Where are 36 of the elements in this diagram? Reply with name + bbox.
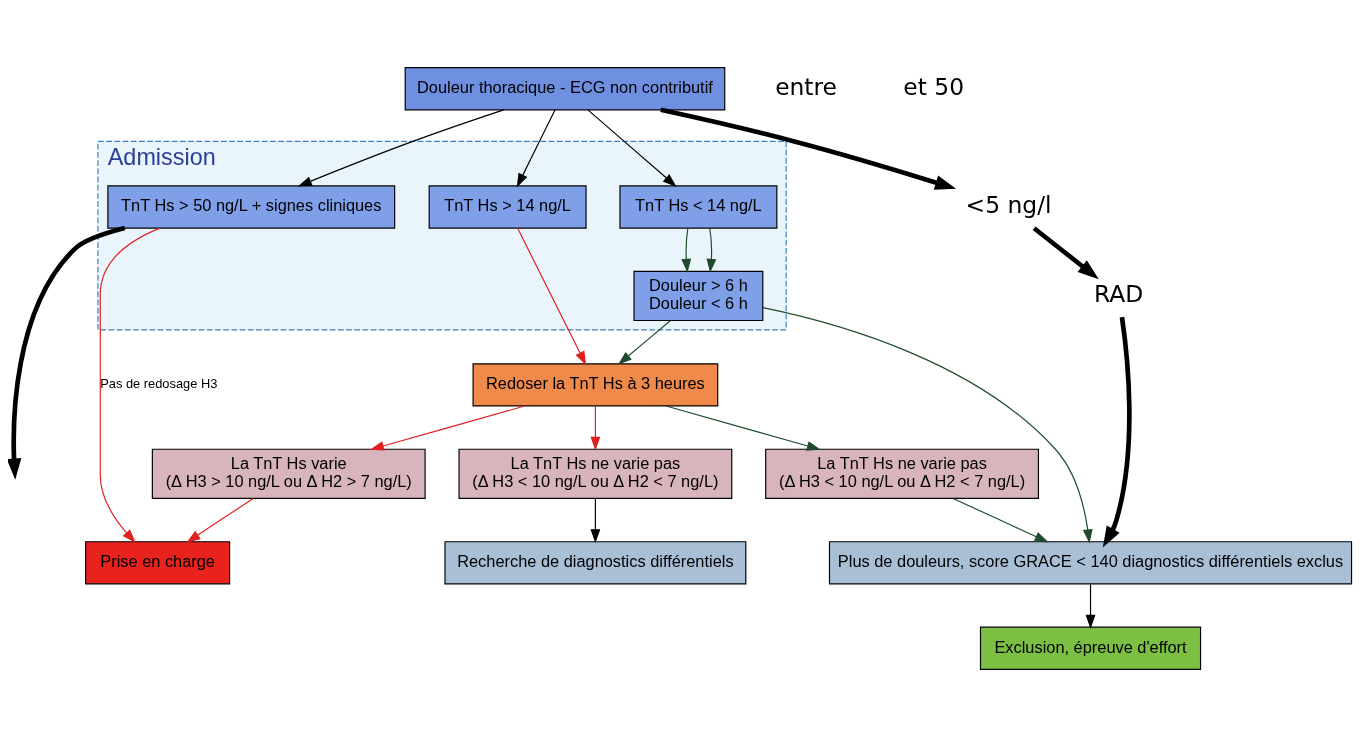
- arrow: [706, 227, 717, 273]
- arrow: [590, 405, 601, 451]
- arrow: [617, 319, 671, 365]
- arrow: [369, 404, 526, 451]
- label: et 50: [903, 72, 965, 101]
- node-box: Prise en charge: [85, 540, 231, 584]
- arrow: [1102, 316, 1132, 548]
- arrow: [587, 108, 677, 187]
- node-box: Recherche de diagnostics différentiels: [444, 540, 747, 584]
- arrow: [297, 108, 505, 186]
- arrow: [590, 497, 601, 543]
- node-box: La TnT Hs ne varie pas (Δ H3 < 10 ng/L ou Δ H2 < 7 ng/L): [458, 448, 733, 499]
- arrow: [517, 227, 587, 365]
- arrow: [516, 109, 556, 187]
- arrow: [99, 227, 161, 543]
- arrow: [1032, 225, 1099, 279]
- node-box: Redoser la TnT Hs à 3 heures: [472, 362, 719, 407]
- edge-label: Pas de redosage H3: [100, 375, 218, 391]
- arrow: [1085, 583, 1096, 629]
- label: entre: [775, 72, 838, 101]
- node-box: Douleur > 6 h Douleur < 6 h: [633, 270, 764, 321]
- node-box: TnT Hs < 14 ng/L: [619, 184, 778, 229]
- node-box: La TnT Hs ne varie pas (Δ H3 < 10 ng/L ou Δ H2 < 7 ng/L): [765, 448, 1039, 499]
- arrow: [186, 497, 254, 543]
- node-box: Douleur thoracique - ECG non contributif: [404, 66, 726, 110]
- node-box: La TnT Hs varie (Δ H3 > 10 ng/L ou Δ H2 > 7 ng/L): [151, 448, 426, 499]
- node-box: Exclusion, épreuve d'effort: [979, 626, 1202, 670]
- node-text: <5 ng/l: [965, 190, 1052, 219]
- arrow: [681, 227, 692, 273]
- arrow: [665, 404, 821, 451]
- arrow: [8, 225, 126, 480]
- node-box: TnT Hs > 50 ng/L + signes cliniques: [107, 184, 396, 229]
- node-box: Plus de douleurs, score GRACE < 140 diagnostics différentiels exclus: [828, 540, 1353, 584]
- arrow: [952, 497, 1049, 542]
- node-text: RAD: [1093, 279, 1144, 308]
- node-box: TnT Hs > 14 ng/L: [428, 184, 587, 229]
